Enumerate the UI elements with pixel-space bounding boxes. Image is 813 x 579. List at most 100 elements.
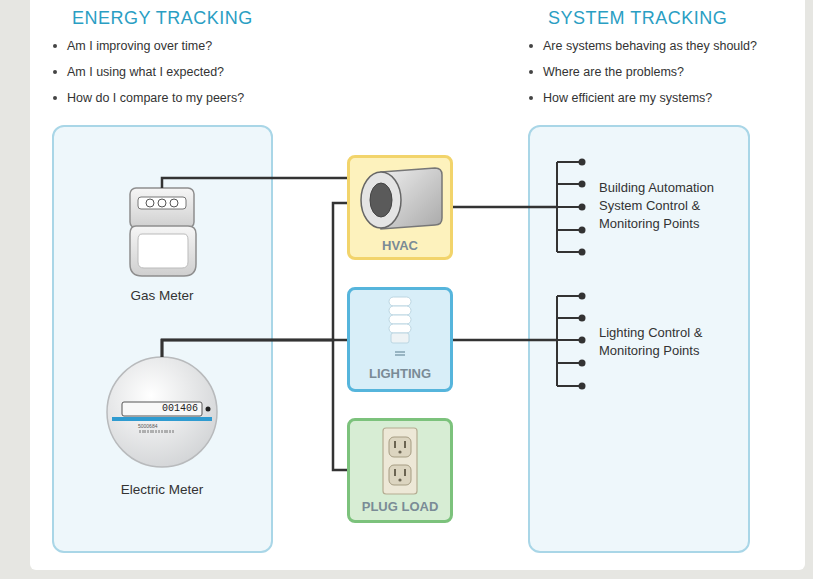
lightbulb-illustration — [389, 324, 411, 333]
lightbulb-illustration — [389, 297, 411, 355]
outlet-illustration — [383, 428, 417, 494]
connector-wire — [453, 206, 557, 209]
monitoring-points-bracket — [556, 162, 558, 252]
meter-node: Electric Meter — [100, 357, 224, 500]
gas-meter-illustration — [130, 188, 194, 228]
section-heading: ENERGY TRACKING — [72, 8, 253, 28]
monitoring-points-bracket — [557, 206, 582, 208]
lighting-points-bracket — [579, 360, 586, 367]
node-label: LIGHTING — [347, 366, 453, 382]
monitoring-points-bracket — [579, 227, 586, 234]
electric-meter-illustration — [165, 430, 166, 433]
lightbulb-illustration — [389, 297, 411, 306]
monitoring-points-bracket — [557, 183, 582, 185]
lighting-points-bracket — [557, 293, 586, 390]
electric-meter-illustration — [140, 430, 141, 433]
electric-meter-illustration — [153, 430, 154, 433]
hvac-illustration — [381, 168, 442, 229]
outlet-illustration — [404, 469, 406, 476]
electric-meter-illustration — [167, 430, 168, 433]
hvac-illustration — [361, 172, 401, 228]
connector-wire — [162, 340, 347, 357]
lightbulb-illustration — [395, 351, 405, 352]
connector-wire — [162, 178, 347, 188]
electric-meter-illustration — [122, 402, 202, 416]
monitoring-points-bracket — [579, 204, 586, 211]
control-points-group: Building Automation System Control & Mon… — [557, 160, 742, 255]
connector-wire — [162, 340, 347, 470]
electric-meter-illustration — [206, 407, 211, 412]
lightbulb-illustration — [391, 333, 409, 343]
meter-node: Gas Meter — [118, 188, 206, 305]
outlet-illustration — [398, 450, 401, 453]
outlet-illustration — [394, 469, 396, 476]
load-box: HVAC — [347, 155, 453, 260]
lighting-points-bracket — [557, 385, 582, 387]
electric-meter-illustration — [162, 430, 163, 433]
inner-sheet — [30, 0, 805, 570]
hvac-illustration — [361, 168, 442, 229]
bullet-question: Am I improving over time? — [52, 38, 212, 54]
bullet-question: Am I using what I expected? — [52, 64, 224, 80]
electric-meter-illustration — [151, 430, 152, 433]
outlet-illustration — [383, 428, 417, 494]
lighting-points-bracket — [557, 317, 582, 319]
outlet-illustration — [389, 437, 411, 457]
monitoring-points-bracket — [579, 249, 586, 256]
node-label: HVAC — [347, 238, 453, 254]
outlet-illustration — [398, 478, 401, 481]
electric-meter-illustration — [140, 430, 173, 433]
monitoring-points-bracket — [557, 229, 582, 231]
monitoring-points-bracket — [557, 159, 586, 256]
node-label: Gas Meter — [108, 288, 216, 304]
lightbulb-illustration — [389, 306, 411, 315]
monitoring-points-bracket — [557, 251, 582, 253]
bullet-question: Are systems behaving as they should? — [528, 38, 757, 54]
electric-meter-illustration — [112, 417, 212, 421]
lighting-points-bracket — [579, 315, 586, 322]
lighting-points-bracket — [557, 339, 582, 341]
bullet-question: Where are the problems? — [528, 64, 684, 80]
lighting-points-bracket — [579, 337, 586, 344]
electric-meter-illustration — [143, 430, 144, 433]
lighting-points-bracket — [557, 362, 582, 364]
section-heading: SYSTEM TRACKING — [548, 8, 727, 28]
electric-meter-illustration — [107, 357, 217, 467]
node-label: Electric Meter — [100, 482, 224, 498]
gas-meter-illustration — [138, 197, 186, 209]
node-label: Lighting Control & Monitoring Points — [599, 324, 739, 360]
gas-meter-illustration — [170, 199, 178, 207]
electric-meter-illustration — [159, 430, 160, 433]
electric-meter-illustration — [156, 430, 157, 433]
monitoring-points-bracket — [579, 181, 586, 188]
tracking-panel: Gas MeterElectric MeterENERGY TRACKINGAm… — [52, 125, 273, 553]
monitoring-points-bracket — [579, 159, 586, 166]
gas-meter-illustration — [138, 234, 188, 268]
load-box: LIGHTING — [347, 287, 453, 392]
node-label: PLUG LOAD — [347, 499, 453, 515]
bullet-question: How do I compare to my peers? — [52, 90, 244, 106]
hvac-illustration — [370, 183, 392, 217]
electric-meter-illustration — [145, 430, 146, 433]
connector-wire — [453, 339, 557, 342]
lighting-points-bracket — [579, 383, 586, 390]
lighting-points-bracket — [579, 293, 586, 300]
electric-meter-illustration — [107, 357, 217, 467]
tracking-panel: Building Automation System Control & Mon… — [528, 125, 750, 553]
outlet-illustration — [404, 441, 406, 448]
monitoring-points-bracket — [557, 161, 582, 163]
bullet-question: How efficient are my systems? — [528, 90, 712, 106]
gas-meter-illustration — [146, 199, 154, 207]
node-label: Building Automation System Control & Mon… — [599, 179, 739, 233]
load-box: PLUG LOAD — [347, 418, 453, 523]
lightbulb-illustration — [389, 315, 411, 324]
electric-meter-illustration — [170, 430, 171, 433]
outlet-illustration — [394, 441, 396, 448]
control-points-group: Lighting Control & Monitoring Points — [557, 294, 742, 388]
connector-wire — [162, 203, 347, 357]
outlet-illustration — [389, 465, 411, 485]
electric-meter-illustration — [148, 430, 149, 433]
gas-meter-illustration — [130, 188, 196, 276]
